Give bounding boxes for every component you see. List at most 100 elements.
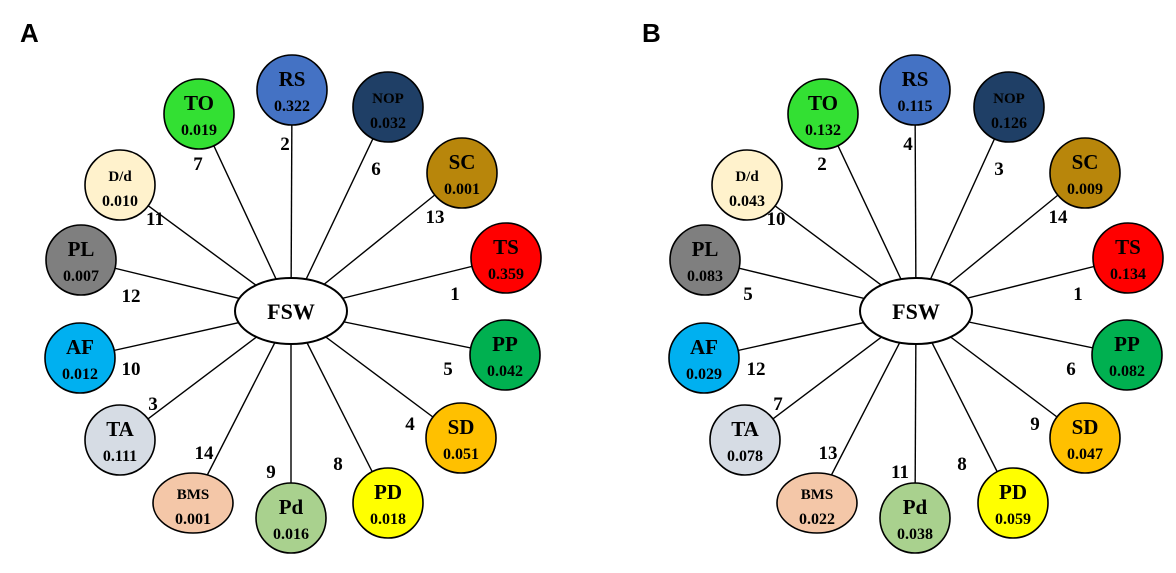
node-b-nop: NOP 0.126 — [973, 71, 1045, 143]
panel-label-a: A — [20, 18, 39, 48]
node-b-pd: PD0.059 — [977, 467, 1049, 539]
node-value-b-af: 0.029 — [686, 366, 722, 383]
node-b-pd: Pd 0.038 — [879, 482, 951, 554]
node-name-a-nop: NOP — [372, 91, 404, 107]
node-shape-a-pl — [45, 224, 117, 296]
rank-label-b-pd: 8 — [957, 454, 967, 475]
node-value-a-ta: 0.111 — [103, 448, 137, 465]
node-name-a-af: AF — [66, 335, 94, 359]
node-name-b-sd: SD — [1072, 415, 1099, 439]
rank-label-b-pd: 11 — [891, 462, 909, 483]
node-b-rs: RS0.115 — [879, 54, 951, 126]
node-shape-a-pd — [255, 482, 327, 554]
node-name-b-pd: Pd — [903, 495, 928, 519]
node-value-a-d-d: 0.010 — [102, 193, 138, 210]
rank-label-a-pl: 12 — [122, 286, 141, 307]
node-name-b-nop: NOP — [993, 91, 1025, 107]
node-a-pd: Pd0.016 — [255, 482, 327, 554]
node-name-a-rs: RS — [279, 67, 306, 91]
node-name-b-to: TO — [808, 91, 838, 115]
node-a-sd: SD 0.051 — [425, 402, 497, 474]
node-name-b-pl: PL — [692, 237, 719, 261]
rank-label-b-ts: 1 — [1073, 284, 1083, 305]
node-value-a-bms: 0.001 — [175, 511, 211, 528]
node-name-b-af: AF — [690, 335, 718, 359]
edge-b-nop — [915, 106, 1010, 312]
node-a-to: TO0.019 — [163, 78, 235, 150]
node-name-b-pp: PP — [1114, 332, 1140, 356]
node-name-a-sd: SD — [448, 415, 475, 439]
hub-ellipse-a — [234, 277, 348, 345]
node-value-a-to: 0.019 — [181, 122, 217, 139]
node-shape-a-pd — [352, 467, 424, 539]
node-value-a-nop: 0.032 — [370, 115, 406, 132]
node-b-d-d: D/d0.043 — [711, 149, 783, 221]
rank-label-a-pd: 8 — [333, 454, 343, 475]
rank-label-b-sc: 14 — [1049, 207, 1069, 228]
node-shape-a-to — [163, 78, 235, 150]
edge-a-rs — [290, 89, 293, 312]
hub-a: FSW — [234, 277, 348, 345]
node-shape-b-to — [787, 78, 859, 150]
node-a-pl: PL 0.007 — [45, 224, 117, 296]
node-b-ta: TA0.078 — [709, 404, 781, 476]
node-shape-a-sd — [425, 402, 497, 474]
node-name-b-bms: BMS — [801, 487, 834, 503]
rank-label-b-rs: 4 — [903, 134, 913, 155]
node-shape-a-af — [44, 322, 116, 394]
node-a-d-d: D/d0.010 — [84, 149, 156, 221]
rank-label-a-rs: 2 — [280, 134, 290, 155]
node-shape-a-ta — [84, 404, 156, 476]
panel-label-b: B — [642, 18, 661, 48]
node-value-b-nop: 0.126 — [991, 115, 1027, 132]
rank-label-b-ta: 7 — [773, 394, 783, 415]
node-name-a-pl: PL — [68, 237, 95, 261]
node-a-af: AF0.012 — [44, 322, 116, 394]
node-value-a-pl: 0.007 — [63, 268, 99, 285]
node-value-b-ta: 0.078 — [727, 448, 763, 465]
rank-label-a-d-d: 11 — [146, 209, 164, 230]
node-value-a-pp: 0.042 — [487, 363, 523, 380]
rank-label-a-ts: 1 — [450, 284, 460, 305]
rank-label-b-d-d: 10 — [767, 209, 786, 230]
node-a-nop: NOP 0.032 — [352, 71, 424, 143]
rank-label-b-pp: 6 — [1066, 359, 1076, 380]
node-a-pp: PP0.042 — [469, 319, 541, 391]
rank-label-a-sc: 13 — [426, 207, 445, 228]
node-b-sd: SD0.047 — [1049, 402, 1121, 474]
rank-label-a-af: 10 — [122, 359, 141, 380]
node-value-a-sc: 0.001 — [444, 181, 480, 198]
node-value-a-rs: 0.322 — [274, 98, 310, 115]
rank-label-b-sd: 9 — [1030, 414, 1040, 435]
rank-label-b-bms: 13 — [819, 443, 838, 464]
node-name-a-ta: TA — [106, 417, 134, 441]
edge-b-to — [822, 113, 917, 312]
node-shape-a-d-d — [84, 149, 156, 221]
node-shape-b-sd — [1049, 402, 1121, 474]
node-value-b-pd: 0.038 — [897, 526, 933, 543]
edge-a-nop — [290, 106, 389, 312]
node-value-b-sc: 0.009 — [1067, 181, 1103, 198]
rank-label-a-ta: 3 — [148, 394, 158, 415]
rank-label-a-pp: 5 — [443, 359, 453, 380]
rank-label-b-nop: 3 — [994, 159, 1004, 180]
node-value-a-sd: 0.051 — [443, 446, 479, 463]
node-shape-a-pp — [469, 319, 541, 391]
node-a-pd: PD0.018 — [352, 467, 424, 539]
node-value-b-bms: 0.022 — [799, 511, 835, 528]
node-value-b-ts: 0.134 — [1110, 266, 1146, 283]
hub-b: FSW — [859, 277, 973, 345]
node-b-af: AF 0.029 — [668, 322, 740, 394]
node-shape-a-rs — [256, 54, 328, 126]
node-b-ts: TS0.134 — [1092, 222, 1164, 294]
node-name-a-sc: SC — [449, 150, 476, 174]
node-shape-b-d-d — [711, 149, 783, 221]
node-value-a-ts: 0.359 — [488, 266, 524, 283]
node-value-a-pd: 0.016 — [273, 526, 309, 543]
